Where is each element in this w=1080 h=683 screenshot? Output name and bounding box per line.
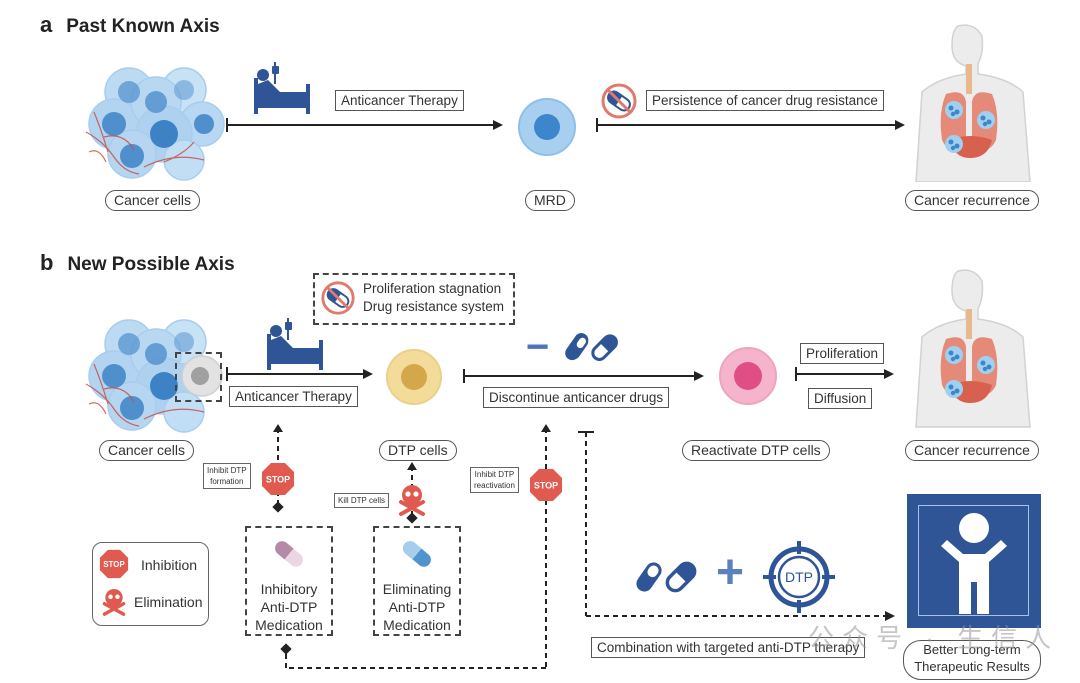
no-drug-icon [600, 82, 638, 120]
arrow-therapy-b [225, 364, 375, 384]
eliminating-med-line3: Medication [383, 617, 451, 633]
arrow-label-anticancer-therapy-b: Anticancer Therapy [229, 386, 358, 407]
arrow-resistance-a [595, 115, 907, 135]
panel-a-title: a Past Known Axis [40, 12, 220, 38]
watermark: 公众号 · 生信人 [808, 623, 1060, 653]
label-inhibit-reactivation-line2: reactivation [474, 481, 515, 490]
pills-icon [563, 326, 623, 368]
skull-crossbones-icon [397, 484, 427, 516]
arrow-discontinue [462, 366, 706, 386]
hospital-bed-icon [250, 62, 314, 118]
plus-sign: + [716, 546, 745, 599]
dtp-origin-highlight [175, 352, 222, 402]
eliminating-med-line1: Eliminating [382, 581, 452, 597]
stop-sign-text: STOP [103, 560, 125, 569]
node-label-mrd: MRD [525, 190, 575, 211]
legend-stop-sign-icon: STOP [99, 549, 129, 579]
outcome-label: Better Long-term Therapeutic Results [903, 640, 1041, 680]
property-proliferation-stagnation: Proliferation stagnation [363, 281, 502, 296]
arrow-proliferation [794, 364, 896, 384]
label-kill-dtp: Kill DTP cells [334, 493, 389, 508]
legend-elimination: Elimination [134, 594, 203, 610]
hospital-bed-icon-b [263, 318, 327, 374]
arrow-label-anticancer-therapy-a: Anticancer Therapy [335, 90, 464, 111]
arrow-label-drug-resistance: Persistence of cancer drug resistance [646, 90, 884, 111]
purple-pill-icon [269, 534, 309, 574]
panel-a-letter: a [40, 12, 53, 37]
node-label-reactivate-dtp: Reactivate DTP cells [682, 440, 830, 461]
eliminating-medication-box: Eliminating Anti-DTP Medication [373, 526, 461, 636]
panel-b-heading: New Possible Axis [67, 254, 235, 275]
outcome-line2: Therapeutic Results [914, 659, 1030, 674]
node-label-cancer-cells-b: Cancer cells [99, 440, 195, 461]
property-drug-resistance: Drug resistance system [363, 299, 505, 314]
better-results-icon [907, 494, 1041, 628]
inhibitory-med-line3: Medication [255, 617, 323, 633]
stop-sign-text: STOP [266, 475, 290, 485]
inhibitory-medication-box: Inhibitory Anti-DTP Medication [245, 526, 333, 636]
node-label-cancer-recurrence-b: Cancer recurrence [905, 440, 1039, 461]
legend-skull-crossbones-icon [101, 587, 127, 617]
legend: STOP Inhibition Elimination [92, 542, 209, 626]
stop-sign-text: STOP [534, 481, 558, 491]
arrow-label-diffusion: Diffusion [808, 388, 873, 409]
label-inhibit-reactivation-line1: Inhibit DTP [474, 470, 515, 479]
arrow-therapy-a [225, 115, 505, 135]
legend-inhibition: Inhibition [141, 557, 198, 573]
inhibitory-med-line2: Anti-DTP [260, 599, 318, 615]
reactivated-dtp-cell [718, 346, 778, 406]
human-body-figure-b [908, 262, 1038, 432]
inhibitory-med-line1: Inhibitory [260, 581, 318, 597]
label-inhibit-formation-line1: Inhibit DTP [207, 466, 247, 475]
panel-b-letter: b [40, 250, 54, 275]
no-drug-icon-b [320, 280, 356, 316]
human-body-figure [908, 22, 1038, 182]
label-inhibit-formation: Inhibit DTP formation [203, 463, 251, 489]
cancer-cell-cluster [84, 62, 234, 182]
panel-a-heading: Past Known Axis [66, 16, 220, 37]
dtp-target-icon: DTP [762, 540, 836, 614]
minus-sign: − [526, 325, 550, 369]
eliminating-med-line2: Anti-DTP [388, 599, 446, 615]
panel-b-title: b New Possible Axis [40, 250, 235, 276]
mrd-cell [516, 96, 578, 158]
node-label-cancer-cells-a: Cancer cells [105, 190, 201, 211]
cancer-cell-cluster-b [84, 314, 234, 434]
label-inhibit-reactivation: Inhibit DTP reactivation [470, 467, 519, 493]
dtp-target-text: DTP [785, 569, 813, 585]
blue-pill-icon [397, 534, 437, 574]
stop-sign-icon-reactivation: STOP [529, 468, 563, 502]
outcome-line1: Better Long-term [923, 642, 1021, 657]
arrow-label-proliferation: Proliferation [800, 343, 885, 364]
dtp-cell [385, 348, 443, 406]
label-inhibit-formation-line2: formation [210, 477, 244, 486]
node-label-cancer-recurrence-a: Cancer recurrence [905, 190, 1039, 211]
pills-icon-combination [633, 551, 701, 601]
node-label-dtp-cells: DTP cells [379, 440, 457, 461]
arrow-label-discontinue: Discontinue anticancer drugs [483, 387, 670, 408]
dtp-properties-box: Proliferation stagnation Drug resistance… [313, 273, 515, 325]
label-combination-therapy: Combination with targeted anti-DTP thera… [591, 637, 866, 658]
stop-sign-icon: STOP [261, 462, 295, 496]
